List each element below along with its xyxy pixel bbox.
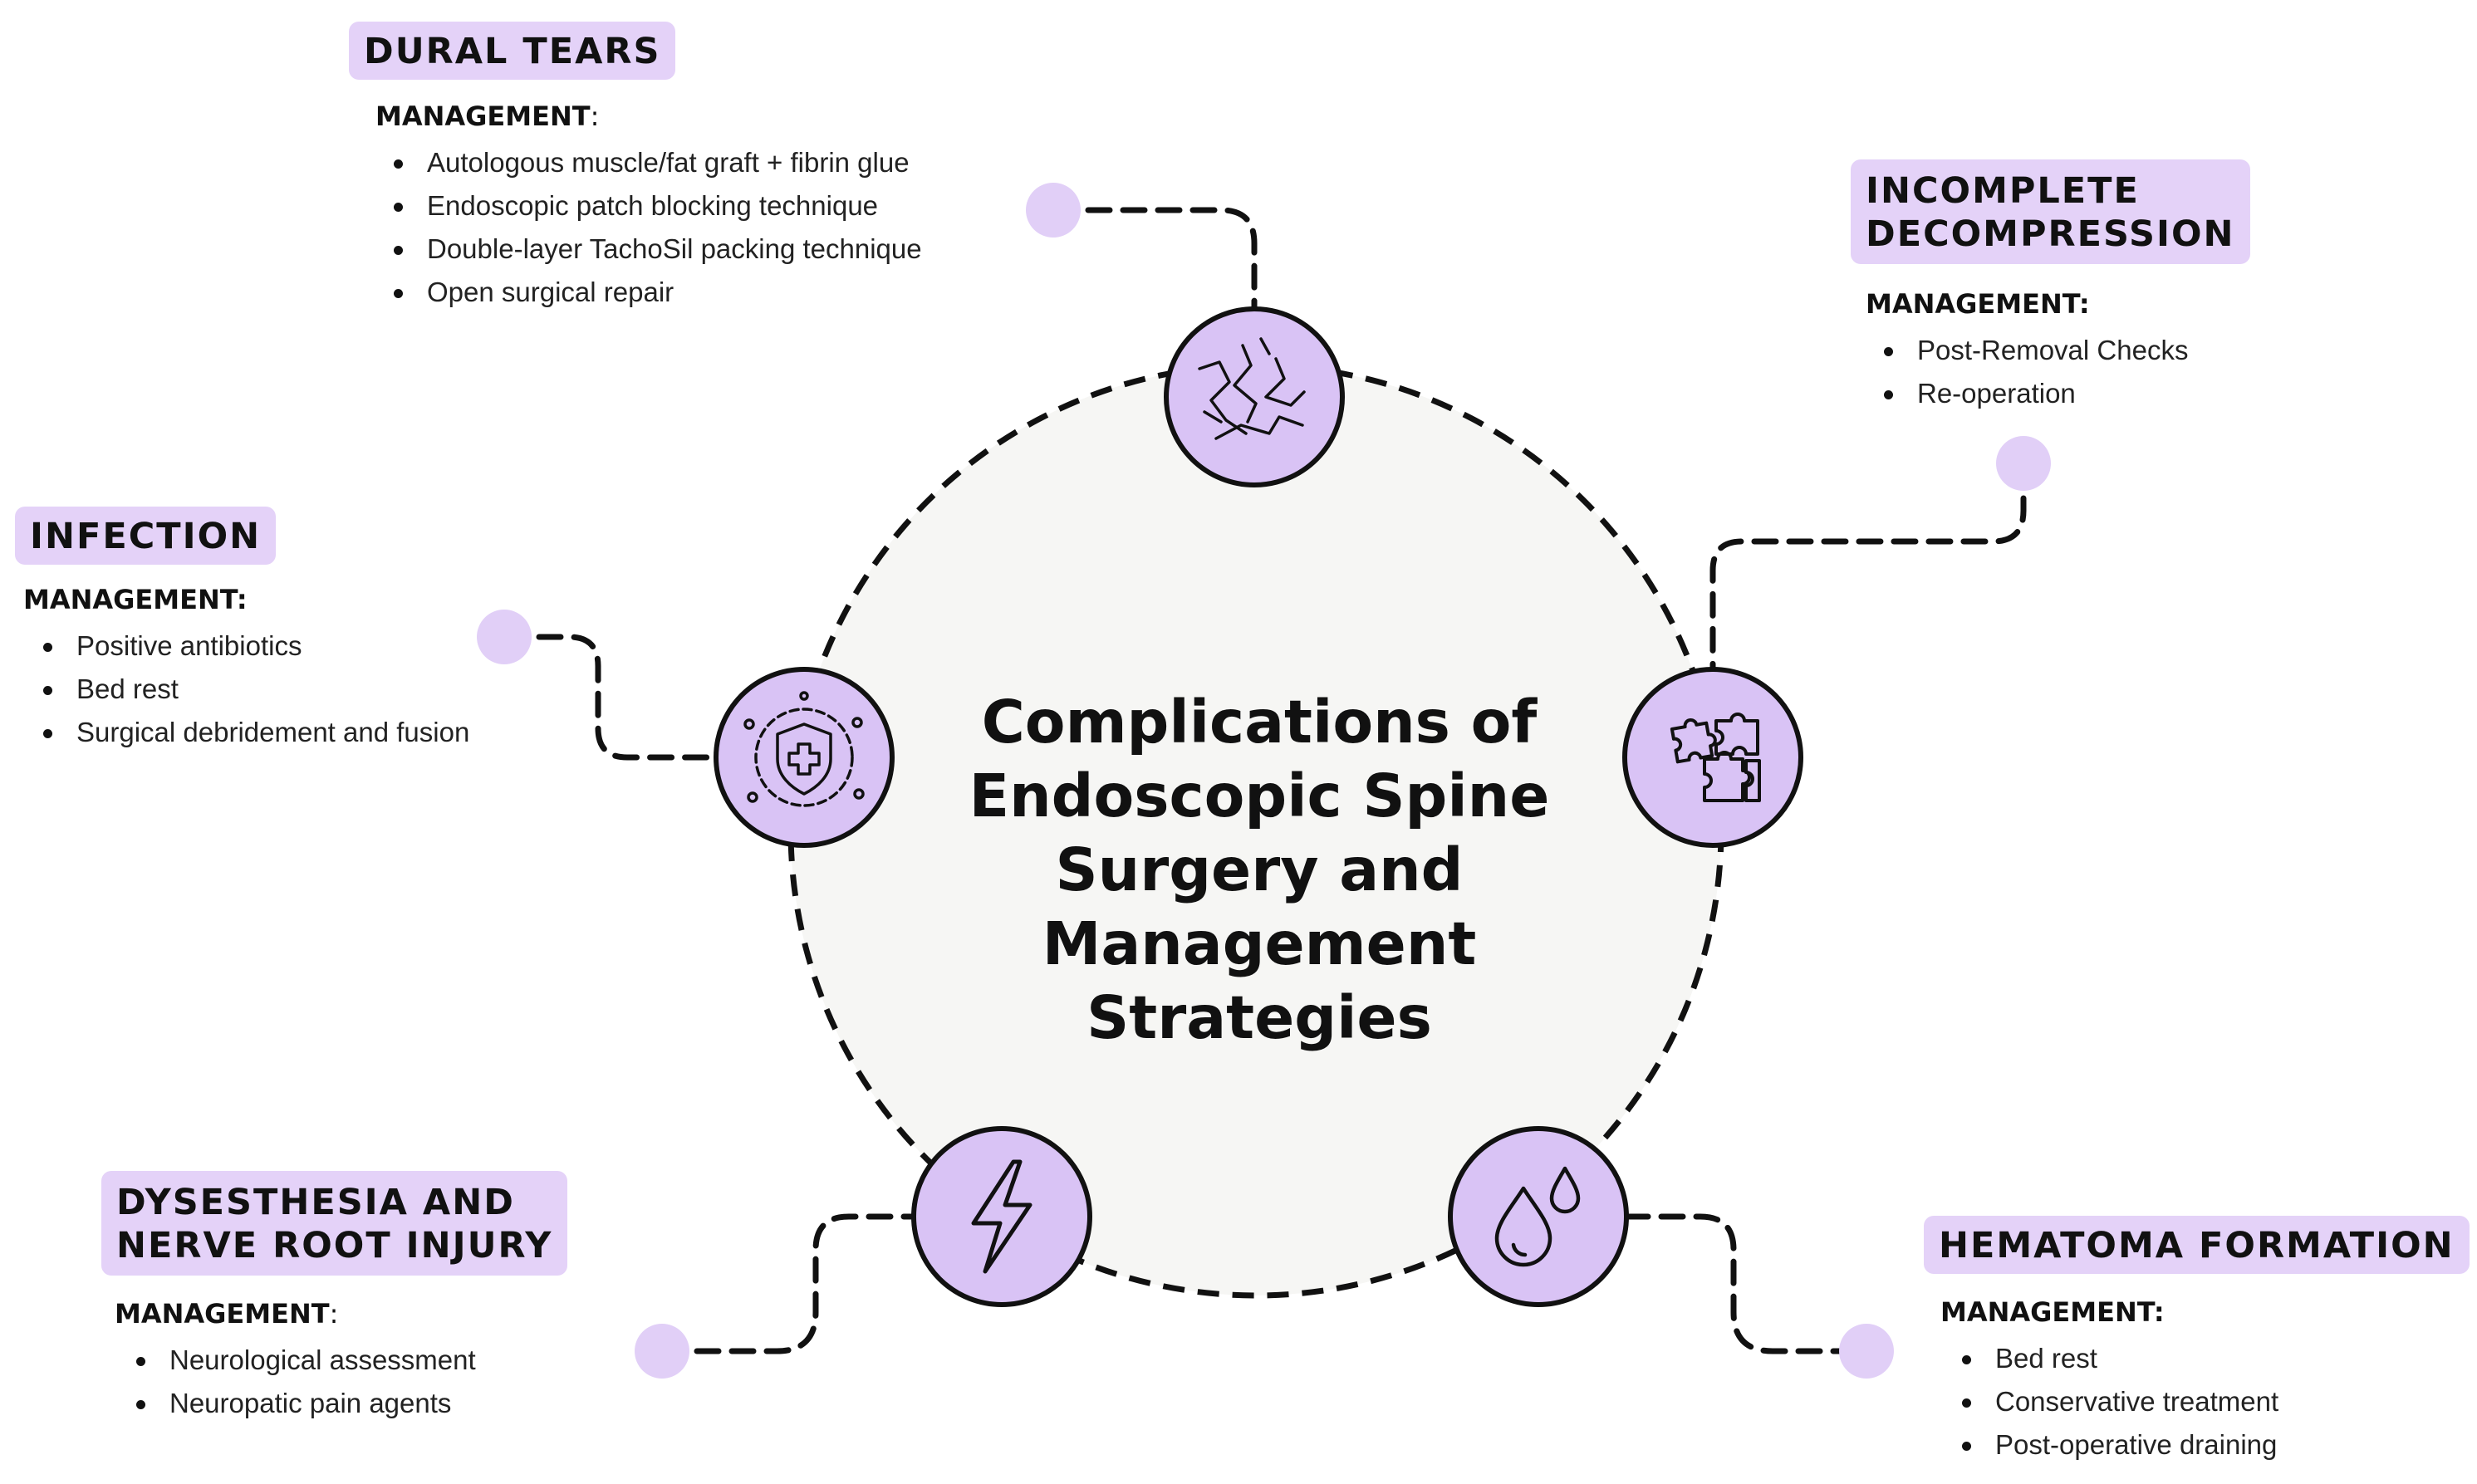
management-label: MANAGEMENT: (115, 1298, 339, 1330)
list-item: Autologous muscle/fat graft + fibrin glu… (394, 141, 922, 184)
list-item: Neurological assessment (135, 1339, 567, 1382)
management-list: Neurological assessment Neuropatic pain … (101, 1339, 567, 1425)
dot-incomplete-decompression (1996, 436, 2051, 491)
puzzle-icon (1670, 713, 1761, 802)
section-title: INCOMPLETE DECOMPRESSION (1851, 159, 2250, 264)
connector-incomplete-decompression (1709, 460, 2027, 676)
connector-hematoma (1623, 1213, 1870, 1354)
list-item: Open surgical repair (394, 271, 922, 314)
center-title-line: Endoscopic Spine (969, 762, 1550, 830)
section-dysesthesia: DYSESTHESIA AND NERVE ROOT INJURY MANAGE… (101, 1171, 568, 1425)
node-infection (714, 667, 895, 848)
management-label: MANAGEMENT: (375, 100, 600, 132)
management-list: Positive antibiotics Bed rest Surgical d… (15, 624, 469, 754)
list-item: Endoscopic patch blocking technique (394, 184, 922, 228)
management-label: MANAGEMENT: (1866, 288, 2090, 320)
dot-dysesthesia (635, 1324, 689, 1379)
management-label: MANAGEMENT: (23, 584, 248, 615)
connector-dysesthesia (659, 1213, 919, 1354)
section-title: INFECTION (15, 507, 277, 565)
section-title: DURAL TEARS (349, 22, 676, 80)
lightning-icon (971, 1159, 1032, 1274)
node-dural-tears (1164, 306, 1345, 487)
connector-dural-tears (1050, 207, 1258, 312)
dot-dural-tears (1026, 183, 1081, 238)
list-item: Conservative treatment (1962, 1380, 2470, 1423)
list-item: Post-operative draining (1962, 1423, 2470, 1467)
section-infection: INFECTION MANAGEMENT: Positive antibioti… (15, 507, 469, 754)
dot-infection (477, 610, 532, 664)
section-title: HEMATOMA FORMATION (1924, 1216, 2470, 1274)
center-title-line: Surgery and (1055, 835, 1464, 904)
torn-membrane-icon (1198, 337, 1306, 440)
management-list: Autologous muscle/fat graft + fibrin glu… (349, 141, 922, 314)
management-list: Bed rest Conservative treatment Post-ope… (1924, 1337, 2470, 1467)
center-title-line: Complications of (981, 688, 1538, 757)
center-title-line: Strategies (1086, 983, 1432, 1052)
section-title: DYSESTHESIA AND NERVE ROOT INJURY (101, 1171, 568, 1276)
section-dural-tears: DURAL TEARS MANAGEMENT: Autologous muscl… (349, 22, 922, 314)
center-title-line: Management (1042, 909, 1477, 978)
management-label: MANAGEMENT: (1940, 1296, 2165, 1328)
list-item: Neuropatic pain agents (135, 1382, 567, 1425)
section-hematoma: HEMATOMA FORMATION MANAGEMENT: Bed rest … (1924, 1216, 2470, 1467)
list-item: Bed rest (1962, 1337, 2470, 1380)
dot-hematoma (1839, 1324, 1894, 1379)
node-dysesthesia (911, 1126, 1092, 1307)
connector-infection (501, 634, 719, 761)
management-list: Post-Removal Checks Re-operation (1851, 329, 2250, 415)
list-item: Positive antibiotics (42, 624, 469, 668)
list-item: Post-Removal Checks (1884, 329, 2250, 372)
list-item: Bed rest (42, 668, 469, 711)
center-title: Complications of Endoscopic Spine Surger… (919, 685, 1600, 1055)
shield-virus-icon (743, 691, 865, 807)
list-item: Surgical debridement and fusion (42, 711, 469, 754)
section-incomplete-decompression: INCOMPLETE DECOMPRESSION MANAGEMENT: Pos… (1851, 159, 2250, 415)
list-item: Double-layer TachoSil packing technique (394, 228, 922, 271)
blood-drops-icon (1494, 1166, 1581, 1267)
list-item: Re-operation (1884, 372, 2250, 415)
node-hematoma (1448, 1126, 1629, 1307)
